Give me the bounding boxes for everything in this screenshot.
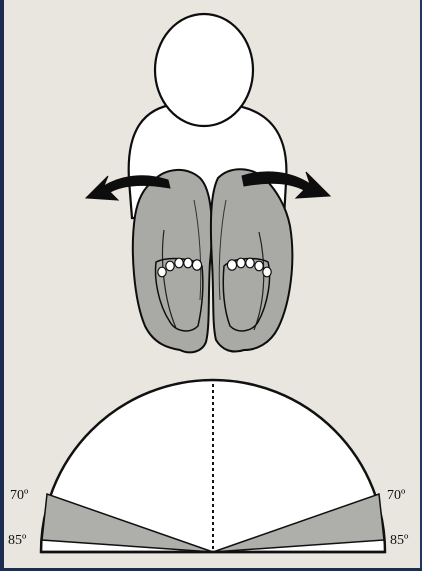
- left-label-85: 85º: [8, 533, 27, 548]
- seated-figure: [86, 14, 330, 352]
- hip-rotation-diagram: 70º 85º 70º 85º: [4, 0, 420, 568]
- left-label-70: 70º: [10, 488, 29, 503]
- rotation-gauge: 70º 85º 70º 85º: [8, 380, 409, 552]
- right-label-85: 85º: [390, 533, 409, 548]
- right-label-70: 70º: [387, 488, 406, 503]
- head: [155, 14, 253, 126]
